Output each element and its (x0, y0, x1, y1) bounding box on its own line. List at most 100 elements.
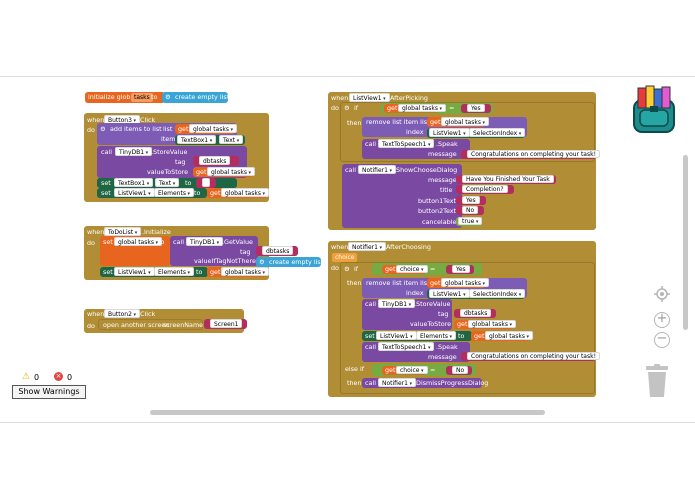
global-tasks-dropdown[interactable]: global tasks (441, 278, 490, 287)
no-string[interactable]: No (462, 206, 479, 214)
yes-text-block[interactable]: Yes (456, 196, 486, 205)
screen1-string[interactable]: Screen1 (210, 319, 243, 328)
get-global-tasks-block[interactable]: get global tasks (427, 117, 490, 127)
elements-dropdown[interactable]: Elements (416, 331, 457, 340)
congrats-text-block[interactable]: Congratulations on completing your task! (461, 352, 600, 361)
dbtasks-text-block[interactable]: dbtasks (454, 309, 496, 318)
listview1-selectionindex-getter[interactable]: ListView1 SelectionIndex (427, 289, 526, 299)
true-dropdown[interactable]: true (458, 217, 483, 225)
listview1-dropdown[interactable]: ListView1 (429, 128, 470, 137)
completion-string[interactable]: Completion? (462, 185, 508, 193)
get-global-tasks-block[interactable]: get global tasks (193, 167, 256, 177)
text-prop-dropdown[interactable]: Text (219, 135, 244, 144)
recenter-icon[interactable] (654, 286, 670, 302)
congrats-text-block[interactable]: Congratulations on completing your task! (461, 150, 600, 159)
notifier1-dropdown[interactable]: Notifier1 (378, 378, 417, 387)
global-tasks-dropdown[interactable]: global tasks (114, 237, 163, 246)
notifier1-dropdown[interactable]: Notifier1 (348, 242, 387, 251)
global-tasks-dropdown[interactable]: global tasks (221, 188, 270, 197)
dbtasks-text-block[interactable]: dbtasks (193, 156, 239, 166)
zoom-in-icon[interactable]: + (654, 312, 670, 328)
show-warnings-button[interactable]: Show Warnings (12, 385, 86, 399)
choice-dropdown[interactable]: choice (396, 366, 428, 374)
eq-operator[interactable]: = (430, 265, 436, 273)
listview1-dropdown[interactable]: ListView1 (114, 267, 155, 276)
dbtasks-string[interactable]: dbtasks (460, 309, 492, 317)
no-text-block[interactable]: No (456, 206, 484, 215)
congrats-string[interactable]: Congratulations on completing your task! (467, 150, 600, 158)
screen1-text-block[interactable]: Screen1 (204, 319, 247, 329)
listview1-dropdown[interactable]: ListView1 (376, 331, 417, 340)
trash-icon[interactable] (644, 364, 670, 398)
get-choice-block[interactable]: get choice (382, 265, 428, 274)
gear-icon[interactable]: ⚙ (165, 93, 171, 101)
backpack-icon[interactable] (626, 84, 682, 136)
yes-string[interactable]: Yes (462, 196, 480, 204)
init-global-tasks-block[interactable]: initialize global tasks to (85, 92, 165, 103)
tinydb1-getvalue-block[interactable]: call TinyDB1 .GetValue tag valueIfTagNot… (170, 236, 258, 266)
get-global-tasks-block[interactable]: get global tasks (427, 278, 490, 288)
elements-dropdown[interactable]: Elements (154, 267, 195, 276)
tinydb1-storevalue-block[interactable]: call TinyDB1 .StoreValue tag valueToStor… (362, 299, 452, 330)
yes-text-block[interactable]: Yes (461, 104, 491, 113)
textbox1-dropdown[interactable]: TextBox1 (177, 135, 217, 144)
global-tasks-dropdown[interactable]: global tasks (398, 104, 447, 112)
global-tasks-dropdown[interactable]: global tasks (485, 331, 534, 340)
true-logic-block[interactable]: true (456, 217, 483, 226)
set-textbox1-text-block[interactable]: set TextBox1 Text to (97, 178, 237, 188)
empty-text-block[interactable] (196, 178, 216, 188)
elements-dropdown[interactable]: Elements (154, 188, 195, 197)
get-choice-block[interactable]: get choice (382, 366, 428, 375)
open-another-screen-block[interactable]: open another screen screenName (98, 319, 203, 330)
get-global-tasks-block[interactable]: get global tasks (471, 331, 534, 341)
notifier1-dropdown[interactable]: Notifier1 (358, 165, 397, 174)
no-text-block[interactable]: No (446, 366, 472, 375)
yes-string[interactable]: Yes (452, 265, 470, 273)
selection-index-dropdown[interactable]: SelectionIndex (469, 289, 526, 298)
eq-operator[interactable]: = (449, 104, 455, 112)
yes-string[interactable]: Yes (467, 104, 485, 112)
tts-dropdown[interactable]: TextToSpeech1 (378, 139, 435, 148)
set-listview1-elements-block[interactable]: set ListView1 Elements to (97, 188, 207, 198)
dbtasks-string[interactable]: dbtasks (262, 246, 294, 255)
gear-icon[interactable]: ⚙ (344, 265, 350, 273)
global-tasks-dropdown[interactable]: global tasks (207, 167, 256, 176)
todolist-dropdown[interactable]: ToDoList (104, 227, 142, 236)
create-empty-list-block[interactable]: ⚙ create empty list (162, 92, 229, 103)
tts-speak-block[interactable]: call TextToSpeech1 .Speak message (362, 139, 470, 159)
gear-icon[interactable]: ⚙ (259, 258, 265, 266)
choice-dropdown[interactable]: choice (396, 265, 428, 273)
tinydb1-dropdown[interactable]: TinyDB1 (378, 299, 416, 308)
selection-index-dropdown[interactable]: SelectionIndex (469, 128, 526, 137)
no-string[interactable]: No (452, 366, 469, 374)
textbox1-text-getter[interactable]: TextBox1 Text (175, 135, 245, 145)
textbox1-dropdown[interactable]: TextBox1 (114, 178, 154, 187)
finished-text-block[interactable]: Have You Finished Your Task (456, 175, 556, 184)
dbtasks-text-block[interactable]: dbtasks (256, 246, 298, 256)
set-listview1-elements-block[interactable]: set ListView1 Elements to (100, 267, 208, 277)
zoom-out-icon[interactable]: − (654, 332, 670, 348)
tts-dropdown[interactable]: TextToSpeech1 (378, 342, 435, 351)
gear-icon[interactable]: ⚙ (100, 125, 106, 133)
get-global-tasks-block[interactable]: get global tasks (384, 104, 447, 113)
notifier1-dismissprogressdialog-block[interactable]: call Notifier1 .DismissProgressDialog (362, 378, 488, 388)
yes-text-block[interactable]: Yes (446, 265, 474, 274)
listview1-selectionindex-getter[interactable]: ListView1 SelectionIndex (427, 128, 526, 138)
congrats-string[interactable]: Congratulations on completing your task! (467, 352, 600, 360)
vertical-scrollbar[interactable] (683, 155, 688, 330)
tinydb1-dropdown[interactable]: TinyDB1 (186, 237, 224, 246)
create-empty-list-block[interactable]: ⚙ create empty list (256, 257, 323, 267)
global-tasks-dropdown[interactable]: global tasks (189, 124, 238, 133)
text-prop-dropdown[interactable]: Text (155, 178, 180, 187)
global-tasks-dropdown[interactable]: global tasks (441, 117, 490, 126)
global-name-field[interactable]: tasks (131, 93, 153, 102)
finished-string[interactable]: Have You Finished Your Task (462, 175, 554, 183)
tinydb1-dropdown[interactable]: TinyDB1 (115, 147, 153, 156)
listview1-dropdown[interactable]: ListView1 (429, 289, 470, 298)
get-global-tasks-block[interactable]: get global tasks (207, 188, 270, 198)
dbtasks-string[interactable]: dbtasks (199, 156, 231, 165)
listview1-dropdown[interactable]: ListView1 (114, 188, 155, 197)
get-global-tasks-block[interactable]: get global tasks (207, 267, 270, 277)
horizontal-scrollbar[interactable] (150, 410, 545, 415)
eq-operator[interactable]: = (430, 366, 436, 374)
